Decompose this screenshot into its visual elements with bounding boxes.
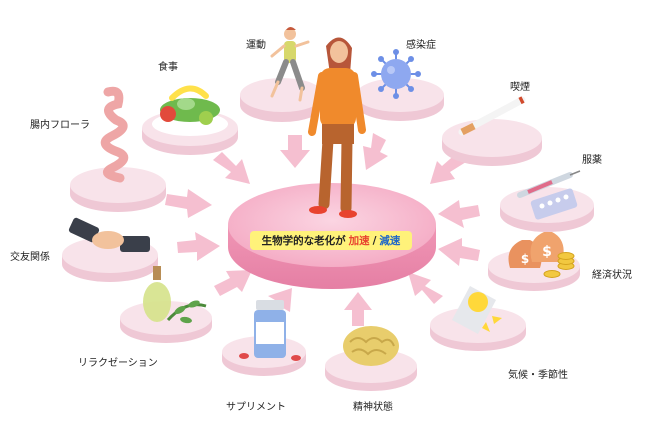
label-exercise: 運動 [246, 40, 266, 51]
illustrations: $ $ [68, 27, 581, 366]
center-caption: 生物学的な老化が 加速 / 減速 [250, 231, 412, 250]
arrow-climate [408, 272, 443, 304]
platform-smoking [442, 119, 542, 166]
platform-relaxation [120, 301, 212, 343]
label-social: 交友関係 [10, 252, 50, 263]
separator-label: / [372, 234, 377, 247]
arrow-exercise [280, 135, 310, 168]
virus-icon [371, 49, 421, 99]
arrows [165, 133, 480, 326]
label-supplement: サプリメント [226, 402, 286, 413]
arrow-social [177, 232, 220, 261]
handshake-icon [68, 217, 150, 252]
arrow-economy [438, 238, 480, 266]
oil-bottle-icon [143, 266, 207, 324]
accelerate-label: 加速 [348, 235, 370, 247]
arrow-infection [363, 133, 388, 170]
intestine-icon [100, 86, 129, 183]
runner-icon [270, 27, 310, 102]
platform-gut [70, 167, 166, 212]
label-climate: 気候・季節性 [508, 370, 568, 381]
weather-icon [452, 286, 502, 334]
platform-infection [356, 78, 444, 121]
arrow-diet [213, 152, 250, 184]
salad-bowl-icon [152, 85, 228, 136]
label-diet: 食事 [158, 62, 178, 73]
arrow-gut [165, 189, 212, 218]
label-infection: 感染症 [406, 40, 436, 51]
arrow-relaxation [214, 270, 252, 296]
label-relaxation: リラクゼーション [78, 358, 158, 369]
svg-text:$: $ [542, 244, 552, 260]
decelerate-label: 減速 [379, 235, 401, 247]
brain-icon [343, 326, 399, 366]
cigarette-icon [458, 96, 526, 136]
label-medication: 服薬 [582, 155, 602, 166]
label-gut: 腸内フローラ [30, 120, 90, 131]
syringe-and-pills-icon [517, 170, 581, 220]
arrow-medication [438, 200, 480, 228]
label-mental: 精神状態 [353, 402, 393, 413]
supplement-bottle-icon [239, 300, 301, 361]
arrow-mental [344, 292, 372, 326]
money-bags-icon: $ $ [508, 232, 575, 278]
center-caption-text: 生物学的な老化が [261, 235, 346, 247]
label-smoking: 喫煙 [510, 82, 530, 93]
label-economy: 経済状況 [592, 270, 632, 281]
svg-text:$: $ [521, 252, 529, 266]
woman-figure-icon [308, 37, 366, 218]
